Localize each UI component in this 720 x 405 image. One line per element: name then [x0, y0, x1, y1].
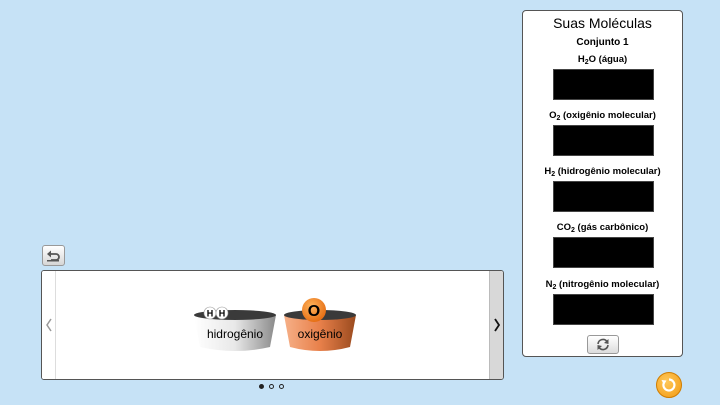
- molecule-slot-oxygen[interactable]: [553, 125, 654, 156]
- molecule-slot-nitrogen[interactable]: [553, 294, 654, 325]
- atom-carousel: H H hidrogênio O oxigê: [41, 270, 504, 380]
- reset-all-button[interactable]: [656, 372, 682, 398]
- carousel-page-indicator: [259, 384, 284, 389]
- refresh-icon: [597, 338, 609, 351]
- undo-icon: [47, 250, 60, 262]
- chevron-left-icon: [45, 318, 52, 332]
- oxygen-atom-symbol: O: [308, 303, 320, 320]
- hydrogen-bucket[interactable]: H H hidrogênio: [192, 305, 278, 353]
- molecule-slot-hydrogen[interactable]: [553, 181, 654, 212]
- molecule-label-oxygen: O2 (oxigênio molecular): [549, 110, 656, 122]
- molecule-slot-carbon-dioxide[interactable]: [553, 237, 654, 268]
- set-title: Conjunto 1: [576, 37, 629, 48]
- molecule-label-carbon-dioxide: CO2 (gás carbônico): [556, 222, 649, 234]
- oxygen-bucket[interactable]: O oxigênio: [282, 297, 358, 353]
- molecule-label-hydrogen: H2 (hidrogênio molecular): [544, 166, 661, 178]
- oxygen-bucket-label: oxigênio: [297, 327, 343, 341]
- reset-all-icon: [661, 378, 676, 392]
- molecules-panel: Suas Moléculas Conjunto 1 H2O (água) O2 …: [522, 10, 683, 357]
- carousel-next-button[interactable]: [489, 271, 503, 379]
- page-dot-2[interactable]: [269, 384, 274, 389]
- oxygen-atom[interactable]: [302, 298, 326, 322]
- oxygen-bucket-graphic: O: [284, 298, 356, 351]
- chevron-right-icon: [493, 318, 500, 332]
- molecule-label-nitrogen: N2 (nitrogênio molecular): [545, 279, 660, 291]
- hydrogen-atom[interactable]: [215, 306, 229, 320]
- carousel-prev-button[interactable]: [42, 271, 56, 379]
- hydrogen-bucket-graphic: H H: [194, 306, 276, 351]
- hydrogen-atom-symbol: H: [219, 309, 226, 319]
- hydrogen-bucket-label: hidrogênio: [206, 327, 264, 341]
- page-dot-1[interactable]: [259, 384, 264, 389]
- hydrogen-atom-symbol: H: [207, 309, 214, 319]
- molecule-slot-water[interactable]: [553, 69, 654, 100]
- molecule-label-water: H2O (água): [577, 54, 628, 66]
- panel-reset-button[interactable]: [587, 335, 619, 354]
- panel-title: Suas Moléculas: [553, 15, 652, 31]
- page-dot-3[interactable]: [279, 384, 284, 389]
- undo-button[interactable]: [42, 245, 65, 266]
